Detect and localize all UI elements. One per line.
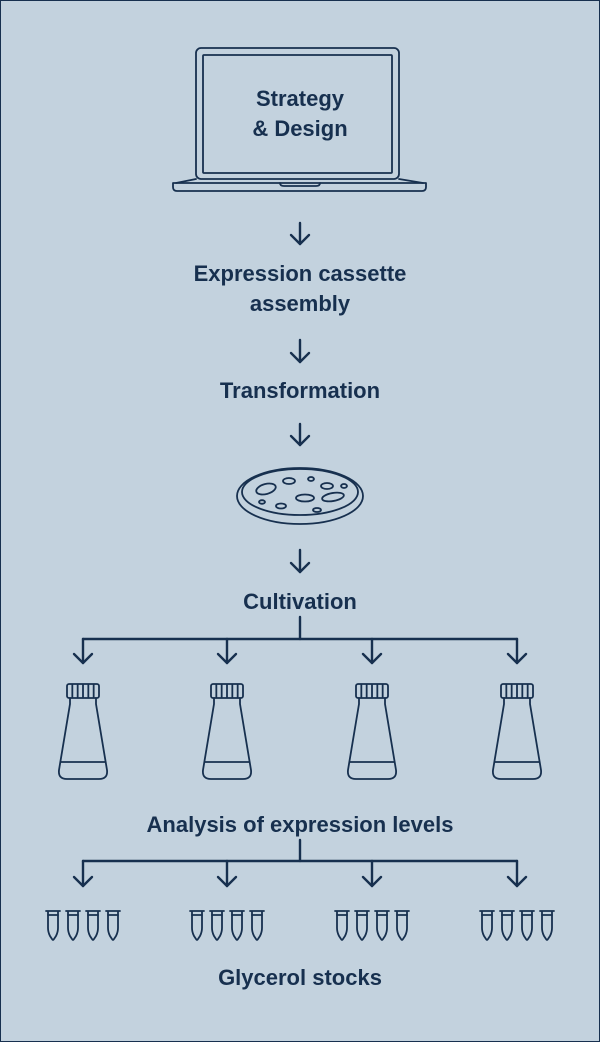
step-analysis: Analysis of expression levels bbox=[146, 812, 454, 837]
step-transformation: Transformation bbox=[219, 378, 381, 403]
tube-icon bbox=[374, 910, 390, 941]
arrow-down-icon bbox=[72, 637, 94, 665]
tube-icon bbox=[105, 910, 121, 941]
step-cultivation: Cultivation bbox=[243, 589, 357, 614]
arrow-down-icon bbox=[361, 637, 383, 665]
tube-icon bbox=[394, 910, 410, 941]
flask-icon bbox=[492, 683, 542, 780]
tube-icon bbox=[249, 910, 265, 941]
tube-icon bbox=[539, 910, 555, 941]
tube-group bbox=[334, 910, 410, 941]
arrow-down-icon bbox=[216, 859, 238, 888]
tube-group bbox=[45, 910, 121, 941]
tube-icon bbox=[499, 910, 515, 941]
step-label-line: assembly bbox=[249, 291, 351, 316]
flask-icon bbox=[347, 683, 397, 780]
arrow-down-icon bbox=[72, 859, 94, 888]
tube-icon bbox=[209, 910, 225, 941]
arrow-down-icon bbox=[289, 548, 311, 574]
arrow-down-icon bbox=[506, 637, 528, 665]
step-label-line: Expression cassette bbox=[193, 261, 407, 286]
tube-icon bbox=[519, 910, 535, 941]
tube-group bbox=[479, 910, 555, 941]
step-label-line: & Design bbox=[252, 116, 348, 141]
flask-icon bbox=[202, 683, 252, 780]
branch-connector bbox=[72, 615, 528, 665]
step-strategy-design: Strategy & Design bbox=[0, 84, 600, 144]
branch-connector bbox=[72, 838, 528, 888]
petri-dish-icon bbox=[236, 467, 364, 525]
arrow-down-icon bbox=[506, 859, 528, 888]
tube-icon bbox=[229, 910, 245, 941]
arrow-down-icon bbox=[361, 859, 383, 888]
tube-icon bbox=[85, 910, 101, 941]
tube-icon bbox=[334, 910, 350, 941]
step-label-line: Strategy bbox=[255, 86, 345, 111]
tube-group bbox=[189, 910, 265, 941]
tube-icon bbox=[479, 910, 495, 941]
tube-icon bbox=[65, 910, 81, 941]
step-glycerol-stocks: Glycerol stocks bbox=[218, 965, 382, 990]
arrow-down-icon bbox=[216, 637, 238, 665]
tube-icon bbox=[189, 910, 205, 941]
arrow-down-icon bbox=[289, 221, 311, 246]
flask-icon bbox=[58, 683, 108, 780]
laptop-icon bbox=[172, 47, 427, 192]
step-cassette-assembly: Expression cassette assembly bbox=[0, 259, 600, 319]
tube-icon bbox=[45, 910, 61, 941]
tube-icon bbox=[354, 910, 370, 941]
arrow-down-icon bbox=[289, 338, 311, 364]
arrow-down-icon bbox=[289, 422, 311, 447]
